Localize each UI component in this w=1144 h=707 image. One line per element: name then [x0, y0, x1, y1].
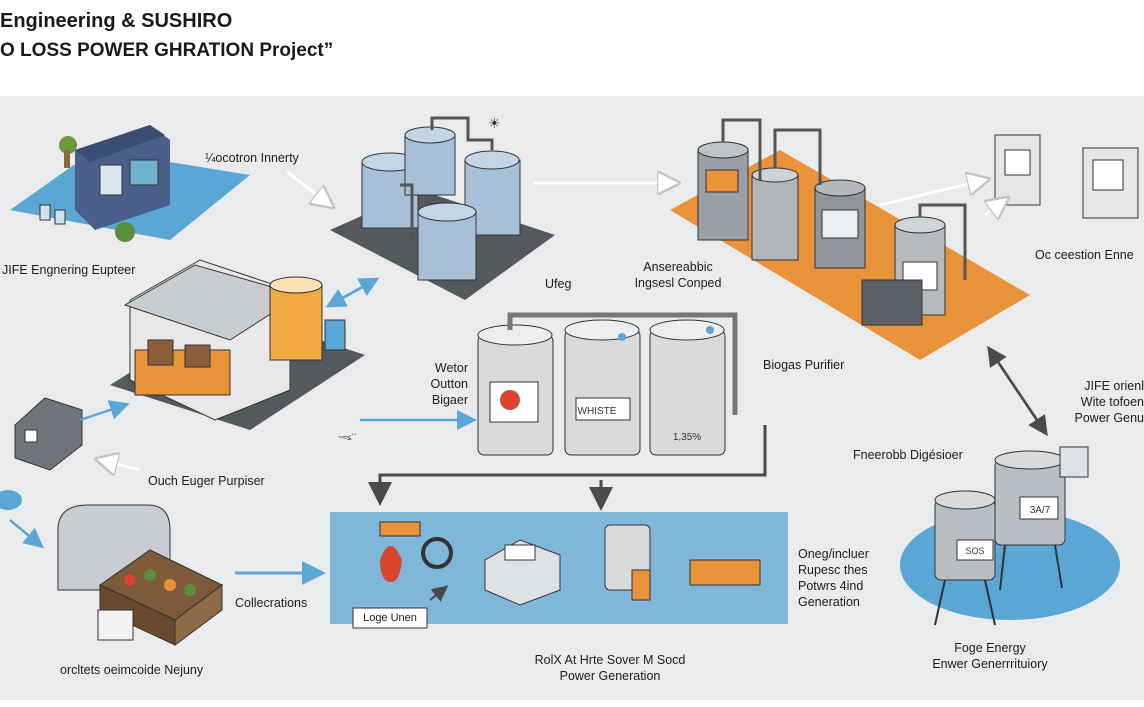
flow-arrows	[9, 170, 1048, 602]
supplier-building-illustration	[10, 125, 250, 242]
label-collections: Collecrations	[235, 596, 308, 610]
small-purifier-box	[14, 397, 83, 471]
label-biogas-purifier: Biogas Purifier	[763, 358, 845, 372]
label-loge-unen: Loge Unen	[363, 612, 417, 624]
label-jife-right-1: JIFE orienl	[1084, 379, 1144, 393]
label-ocecestion: Oc ceestion Enne	[1035, 248, 1134, 262]
food-waste-crate	[0, 490, 223, 646]
storage-tanks-illustration: ☀	[330, 116, 555, 300]
label-ufeg: Ufeg	[545, 277, 572, 291]
label-digester: Fneerobb Digésioer	[853, 448, 963, 462]
label-relx-2: Power Generation	[559, 669, 661, 683]
svg-text:☀: ☀	[488, 116, 501, 132]
label-small-tag: ~≈≤´´	[338, 433, 357, 442]
electrical-units	[994, 134, 1139, 219]
label-cotton-innerty: ¼ocotron Innerty	[205, 151, 299, 165]
label-foge-2: Enwer Generrrituiory	[932, 657, 1048, 671]
label-water-1: Wetor	[434, 361, 468, 375]
label-water-2: Outton	[430, 377, 468, 391]
tank-label-white: WHISTE	[578, 406, 617, 417]
diagram-title-line1: Engineering & SUSHIRO	[0, 10, 233, 32]
biogas-purifier-platform	[670, 118, 1030, 360]
label-anaerobic-2: Ingsesl Conped	[634, 276, 722, 290]
label-relx-1: RolX At Hrte Sover M Socd	[534, 653, 686, 667]
waste-tanks-illustration	[477, 312, 738, 456]
tank-label-code: 1,35%	[673, 432, 701, 443]
label-water-3: Bigaer	[431, 393, 468, 407]
diagram-title-line2: O LOSS POWER GHRATION Project”	[0, 40, 334, 61]
label-jife-supplier: JIFE Engnering Eupteer	[2, 263, 136, 277]
label-ouch-eager: Ouch Euger Purpiser	[148, 474, 265, 488]
label-onegincher-3: Potwrs 4ind	[798, 579, 864, 593]
label-anaerobic-1: Ansereabbic	[643, 260, 713, 274]
label-foge-1: Foge Energy	[954, 641, 1026, 655]
label-orctets: orcltets oeimcoide Nejuny	[60, 663, 204, 677]
label-onegincher-2: Rupesc thes	[798, 563, 868, 577]
digester-tanks-illustration	[900, 446, 1120, 626]
factory-house-illustration	[110, 259, 365, 430]
digester-label-sp7: 3A/7	[1030, 505, 1051, 516]
power-generation-panel	[330, 512, 788, 629]
label-jife-right-3: Power Genu	[1074, 411, 1144, 425]
label-onegincher-4: Generation	[798, 595, 860, 609]
digester-label-small: SOS	[965, 546, 984, 556]
label-jife-right-2: Wite tofoen	[1080, 395, 1144, 409]
label-onegincher-1: Oneg/incluer	[798, 547, 869, 561]
